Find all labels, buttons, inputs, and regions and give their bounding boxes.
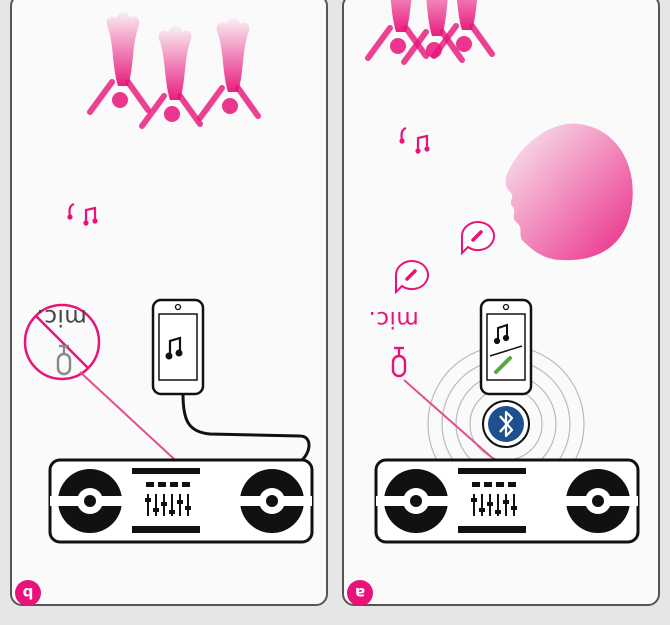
boombox-right <box>376 460 638 542</box>
mic-label-right: mic. <box>368 307 419 330</box>
dancers-right <box>368 0 492 62</box>
singing-face <box>506 124 633 260</box>
music-notes-right <box>399 128 429 154</box>
mic-active <box>393 348 405 376</box>
bluetooth-icon <box>483 401 529 447</box>
panel-a-badge-letter: a <box>347 580 373 606</box>
panel-a-badge: a <box>347 580 373 606</box>
panel-b-badge: b <box>15 580 41 606</box>
speech-bubbles <box>396 222 494 292</box>
dancers-left <box>90 12 258 126</box>
smartphone-right <box>481 300 531 394</box>
boombox-left <box>50 460 312 542</box>
audio-cable <box>183 394 309 462</box>
smartphone-left <box>153 300 203 394</box>
music-notes-left <box>67 204 97 226</box>
panel-b-badge-letter: b <box>15 580 41 606</box>
mic-label-left: mic. <box>36 305 87 328</box>
